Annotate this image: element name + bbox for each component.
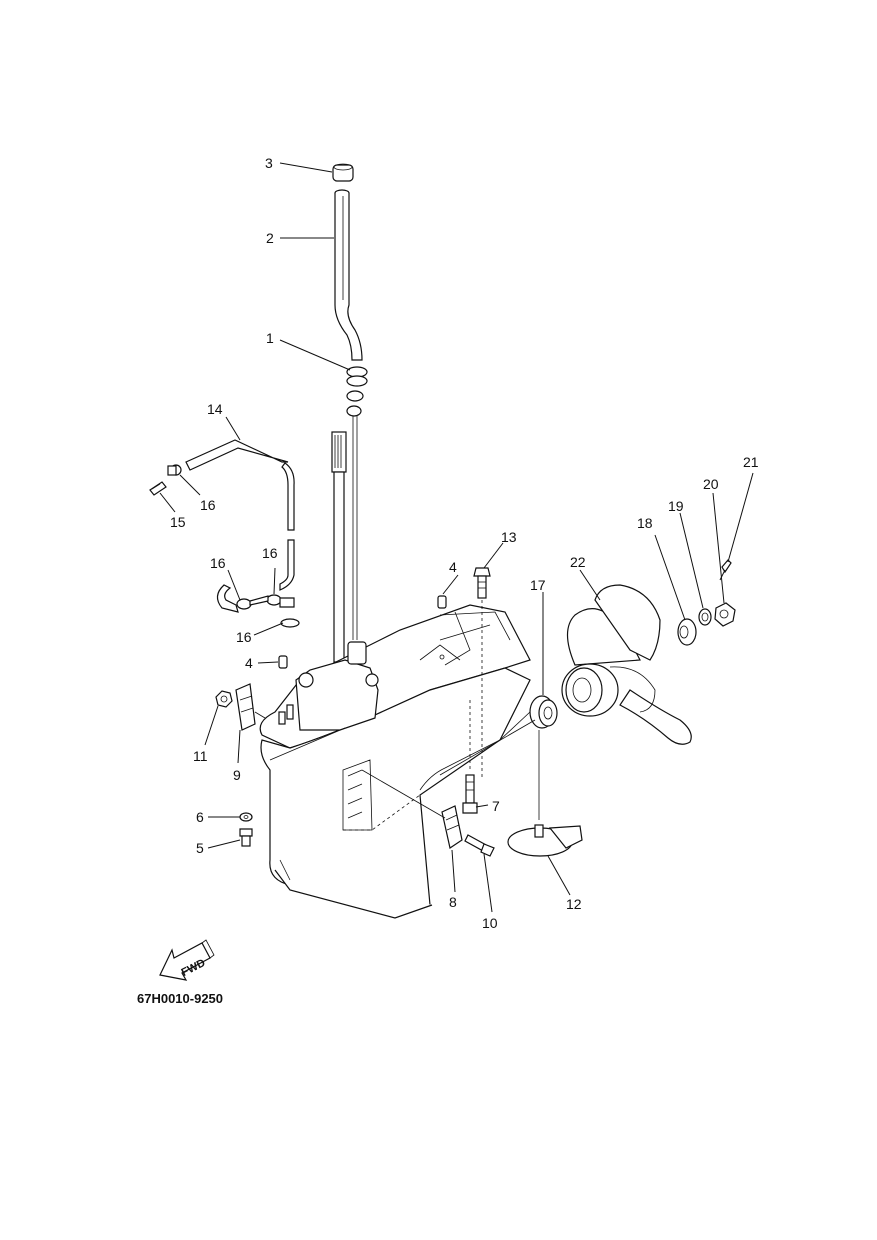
- part-11-nut: [215, 690, 233, 708]
- part-3-grommet: [332, 163, 354, 182]
- callout-10: 10: [482, 915, 498, 931]
- callout-22: 22: [570, 554, 586, 570]
- lower-unit-housing: [259, 604, 531, 919]
- diagram-code: 67H0010-9250: [137, 991, 223, 1006]
- part-4-dowel-pin-a: [437, 595, 447, 609]
- callout-12: 12: [566, 896, 582, 912]
- part-22-propeller: [561, 584, 692, 745]
- part-14-hose: [185, 439, 295, 613]
- part-10-bolt: [464, 834, 495, 857]
- callout-2: 2: [266, 230, 274, 246]
- callout-16-lower: 16: [236, 629, 252, 645]
- callout-labels: 3 2 1 14 16 15 16 16 16 4 4 13 17 22 18 …: [170, 155, 759, 931]
- part-4-dowel-pin-b: [278, 655, 288, 669]
- part-17-spacer: [439, 695, 558, 776]
- part-7-bolt: [462, 700, 478, 814]
- callout-13: 13: [501, 529, 517, 545]
- part-6-washer: [239, 812, 253, 822]
- callout-8: 8: [449, 894, 457, 910]
- callout-1: 1: [266, 330, 274, 346]
- callout-18: 18: [637, 515, 653, 531]
- part-9-anode: [235, 683, 266, 731]
- part-12-plate: [507, 730, 583, 857]
- leader-inlet-to-8: [361, 769, 446, 819]
- fwd-arrow-icon: FWD: [159, 939, 215, 981]
- part-1-seal: [346, 366, 368, 417]
- small-bolts-deck: [278, 704, 294, 725]
- callout-20: 20: [703, 476, 719, 492]
- callout-11: 11: [193, 748, 208, 764]
- part-19-washer: [698, 608, 712, 626]
- part-8-trim-tab: [441, 805, 463, 849]
- callout-7: 7: [492, 798, 500, 814]
- part-20-nut: [714, 602, 736, 627]
- part-16-clip-lower: [236, 594, 300, 628]
- callout-16-upper: 16: [200, 497, 216, 513]
- leader-lines: [159, 162, 754, 913]
- callout-9: 9: [233, 767, 241, 783]
- callout-3: 3: [265, 155, 273, 171]
- callout-4-lower: 4: [245, 655, 253, 671]
- part-21-cotter-pin: [719, 559, 732, 581]
- pin-hole: [439, 654, 445, 660]
- callout-21: 21: [743, 454, 759, 470]
- part-5-bolt: [239, 828, 253, 847]
- callout-6: 6: [196, 809, 204, 825]
- callout-5: 5: [196, 840, 204, 856]
- callout-4-upper: 4: [449, 559, 457, 575]
- part-13-bolt: [473, 567, 491, 780]
- callout-16-right: 16: [262, 545, 278, 561]
- part-16-clip-upper: [167, 464, 182, 476]
- drive-shaft: [331, 416, 358, 663]
- part-18-thrust-washer: [677, 618, 697, 646]
- callout-15: 15: [170, 514, 186, 530]
- callout-17: 17: [530, 577, 546, 593]
- callout-19: 19: [668, 498, 684, 514]
- callout-14: 14: [207, 401, 223, 417]
- part-15-fitting: [149, 481, 167, 496]
- part-2-water-pipe: [334, 189, 363, 361]
- callout-16-left: 16: [210, 555, 226, 571]
